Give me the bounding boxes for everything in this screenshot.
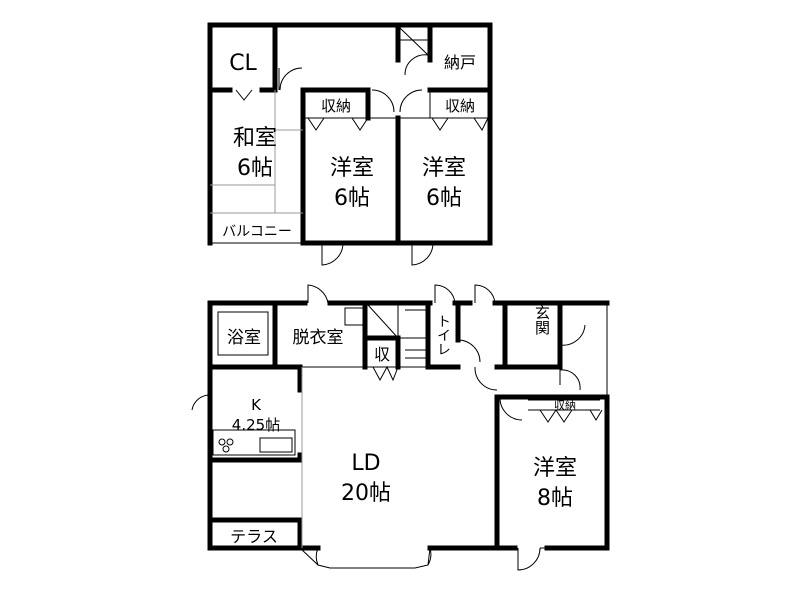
label-terrace: テラス [230, 527, 278, 546]
floor-2-walls [207, 22, 493, 246]
label-kitchen-size: 4.25帖 [232, 416, 280, 434]
label-dressing: 脱衣室 [293, 328, 344, 348]
label-storage-a: 収納 [321, 97, 351, 115]
label-western-a-size: 6帖 [334, 186, 370, 211]
label-storage-room: 納戸 [444, 53, 476, 72]
label-ld: LD [351, 451, 380, 476]
label-western-a: 洋室 [330, 156, 374, 181]
label-kitchen: K [251, 396, 262, 414]
floor-2-details [210, 27, 490, 266]
label-storage-small: 収 [374, 345, 390, 364]
label-balcony: バルコニー [222, 224, 292, 240]
label-toilet: トイレ [435, 314, 451, 356]
label-ld-size: 20帖 [341, 481, 391, 506]
label-washitsu: 和室 [233, 126, 277, 151]
label-western-size: 8帖 [537, 486, 573, 511]
label-western-storage: 収納 [554, 399, 576, 412]
floor-1-details [191, 284, 608, 571]
label-closet: CL [229, 51, 257, 76]
label-western-b-size: 6帖 [426, 186, 462, 211]
label-western-b: 洋室 [422, 156, 466, 181]
label-storage-b: 収納 [445, 97, 475, 115]
label-washitsu-size: 6帖 [237, 156, 273, 181]
label-entrance: 玄関 [533, 305, 551, 336]
door-swing [278, 67, 303, 91]
label-western: 洋室 [533, 456, 577, 481]
label-bathroom: 浴室 [227, 328, 261, 348]
